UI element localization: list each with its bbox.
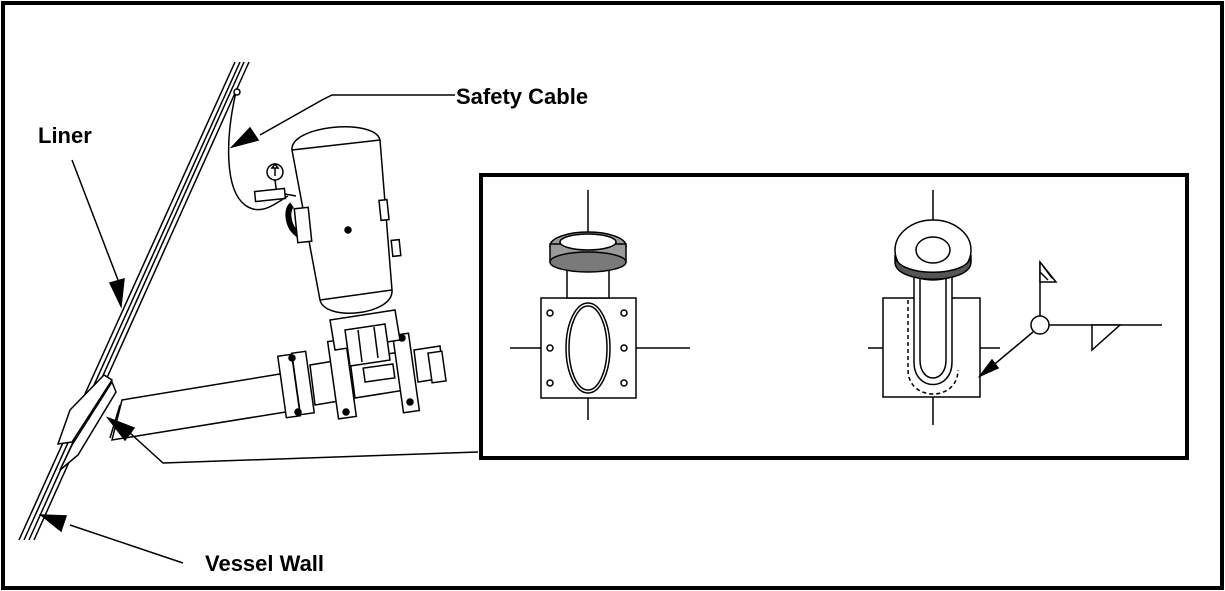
weld-symbol [977,259,1162,378]
label-vessel-wall: Vessel Wall [205,551,324,576]
label-liner: Liner [38,123,92,148]
tank-lug-and-gauge [253,162,313,244]
vessel-wall-and-liner [18,61,250,541]
safety-cable [227,91,289,211]
detail-plan-view [510,190,690,420]
label-safety-cable: Safety Cable [456,84,588,109]
wall-sleeve [56,374,117,471]
pressure-tank [291,126,402,314]
leader-lines [38,94,479,564]
valve-stem [329,309,401,367]
valve-assembly [276,332,447,420]
detail-side-view [868,190,1000,425]
cable-anchor [233,88,241,96]
